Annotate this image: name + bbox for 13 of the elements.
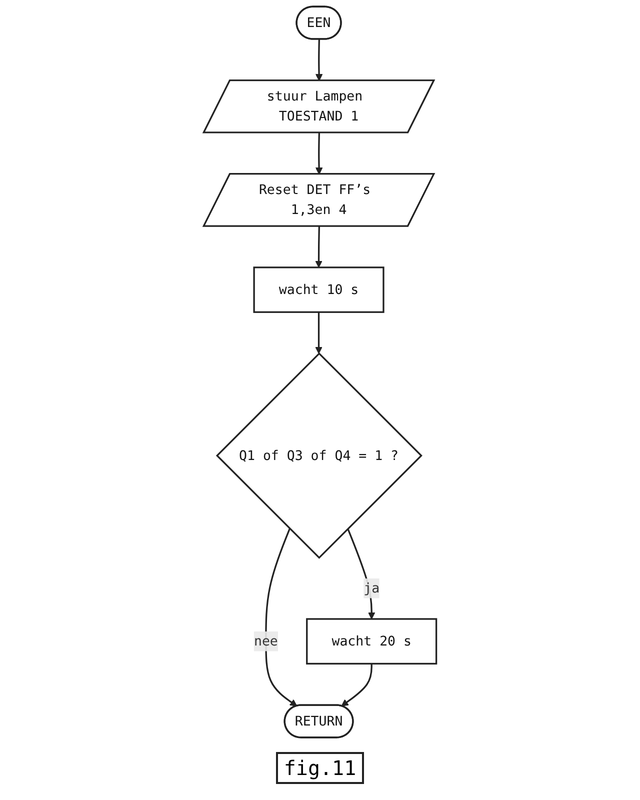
edge-label: ja (364, 580, 380, 596)
edge-label: nee (254, 633, 278, 649)
node-diamond: Q1 of Q3 of Q4 = 1 ? (216, 352, 422, 559)
figure-caption: fig.11 (276, 752, 364, 784)
arrow (347, 528, 376, 620)
arrow (315, 312, 322, 354)
node-box: wacht 10 s (253, 266, 384, 313)
arrow (315, 39, 323, 82)
arrow (315, 132, 323, 175)
arrow (315, 226, 322, 268)
node-box: wacht 20 s (306, 618, 438, 665)
arrow (265, 528, 298, 706)
arrow (341, 664, 372, 706)
